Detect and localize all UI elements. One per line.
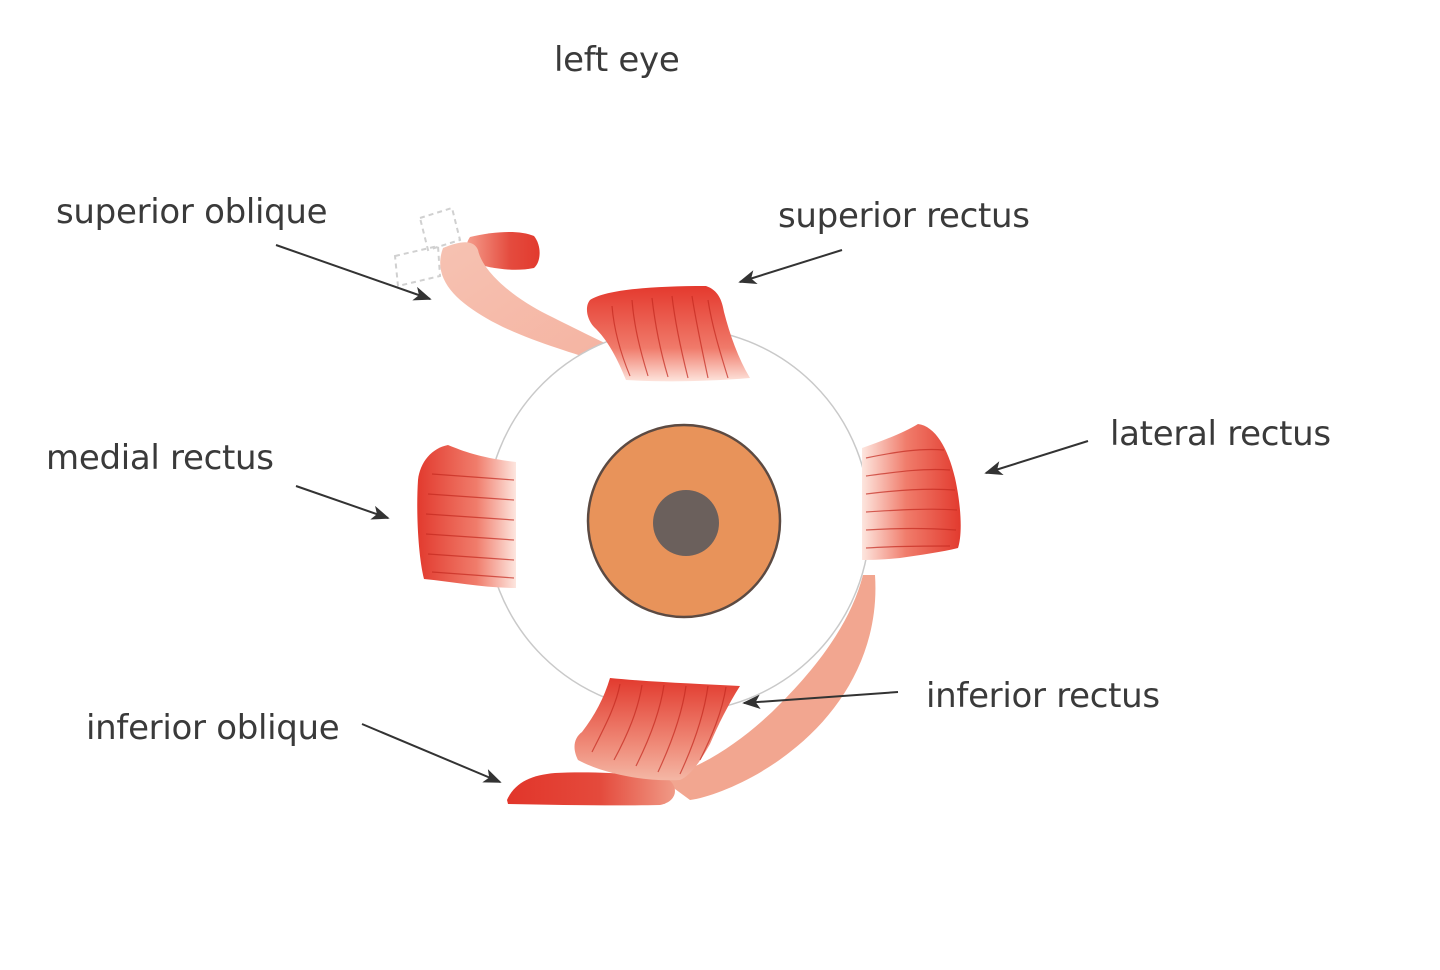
arrow-lateral-rectus bbox=[984, 440, 1089, 476]
lateral-rectus-muscle bbox=[862, 424, 961, 560]
label-medial-rectus: medial rectus bbox=[46, 438, 274, 478]
label-inferior-rectus: inferior rectus bbox=[926, 676, 1160, 716]
arrow-inferior-oblique bbox=[361, 723, 502, 783]
label-lateral-rectus: lateral rectus bbox=[1110, 414, 1331, 454]
superior-oblique-muscle bbox=[393, 206, 620, 362]
arrow-inferior-rectus bbox=[742, 691, 899, 710]
label-inferior-oblique: inferior oblique bbox=[86, 708, 340, 748]
arrow-medial-rectus bbox=[295, 485, 390, 520]
arrow-superior-rectus bbox=[738, 249, 843, 285]
label-superior-oblique: superior oblique bbox=[56, 192, 328, 232]
inferior-rectus-muscle bbox=[574, 678, 740, 781]
diagram-title: left eye bbox=[554, 40, 680, 80]
medial-rectus-muscle bbox=[417, 445, 516, 588]
pupil bbox=[653, 490, 719, 556]
label-superior-rectus: superior rectus bbox=[778, 196, 1030, 236]
superior-rectus-muscle bbox=[586, 286, 750, 382]
arrow-superior-oblique bbox=[275, 244, 432, 301]
